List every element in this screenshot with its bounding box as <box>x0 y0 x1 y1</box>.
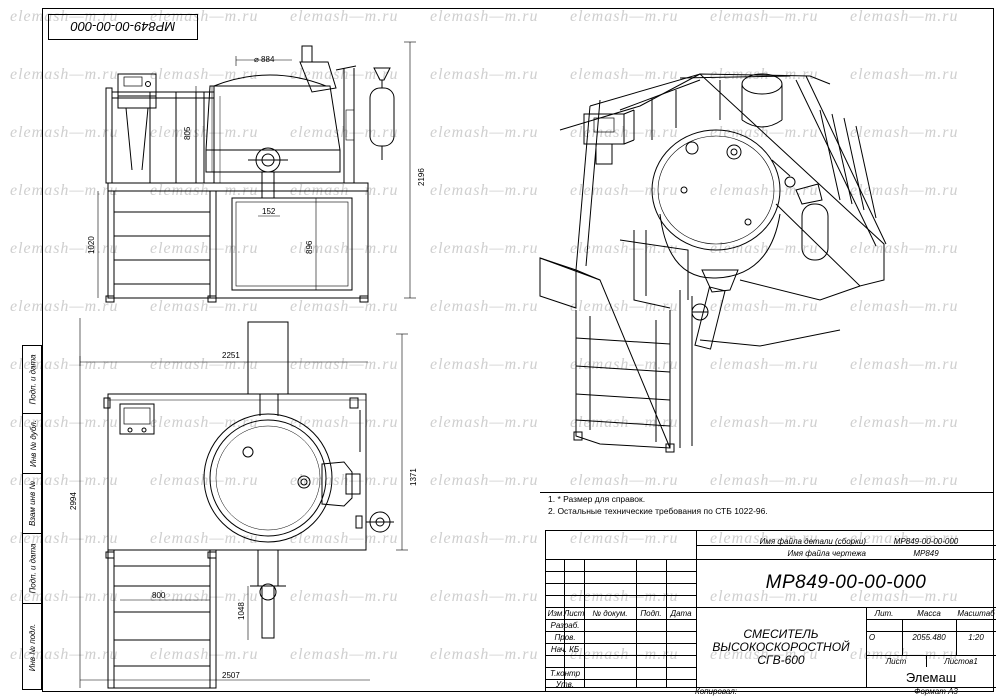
technical-notes: 1. * Размер для справок. 2. Остальные те… <box>548 493 768 517</box>
top-dimensions <box>79 318 408 688</box>
side-cell: Подп. и дата <box>23 534 43 604</box>
title-block: Имя файла детали (сборки) МР849-00-00-00… <box>545 530 996 696</box>
lit-label: Лит. <box>874 608 894 618</box>
dim-896: 896 <box>305 240 314 254</box>
dim-2994: 2994 <box>69 492 78 510</box>
company-name: Элемаш <box>905 669 957 685</box>
dim-805: 805 <box>183 126 192 140</box>
role-utv: Утв. <box>555 679 575 689</box>
dim-1371: 1371 <box>409 468 418 486</box>
dim-884: ⌀ 884 <box>254 55 275 64</box>
header-doc: № докум. <box>592 608 628 618</box>
note-2: 2. Остальные технические требования по С… <box>548 506 768 516</box>
drawing-title: СМЕСИТЕЛЬ ВЫСОКОСКОРОСТНОЙ СГВ-600 <box>712 626 850 667</box>
note-1: 1. * Размер для справок. <box>548 494 646 504</box>
role-prov: Пров. <box>554 632 576 642</box>
lit-value: О <box>868 632 876 642</box>
file-drawing-label: Имя файла чертежа <box>787 548 866 558</box>
isometric-view <box>539 73 887 453</box>
role-razrab: Разраб. <box>550 620 580 630</box>
header-list: Лист <box>563 608 585 618</box>
file-drawing-value: МР849 <box>913 548 939 558</box>
dim-1020: 1020 <box>87 236 96 254</box>
file-part-label: Имя файла детали (сборки) <box>759 536 866 546</box>
drawing-frame <box>42 8 994 692</box>
side-cell: Взам инв № <box>23 474 43 534</box>
side-stamp: Подп. и дата Инв № дубл. Взам инв № Подп… <box>22 345 43 690</box>
mass-value: 2055.480 <box>912 632 946 642</box>
drawing-code: МР849-00-00-000 <box>765 572 927 593</box>
scale-value: 1:20 <box>968 632 984 642</box>
role-tkontr: Т.контр <box>549 668 581 678</box>
dimension-labels: ⌀ 884 805 2196 152 896 1020 2251 2994 13… <box>69 55 426 680</box>
side-cell: Инв № дубл. <box>23 414 43 474</box>
dim-2196: 2196 <box>417 168 426 186</box>
sheets-label: Листов1 <box>944 656 978 666</box>
file-part-value: МР849-00-00-000 <box>893 536 959 546</box>
header-izm: Изм <box>547 608 563 618</box>
dim-2507: 2507 <box>222 671 240 680</box>
top-view <box>103 321 394 689</box>
mass-label: Масса <box>917 608 941 618</box>
dim-2251: 2251 <box>222 351 240 360</box>
header-date: Дата <box>670 608 692 618</box>
front-dimensions <box>97 41 416 299</box>
front-view <box>105 45 395 303</box>
dim-152: 152 <box>262 207 276 216</box>
dim-800: 800 <box>152 591 166 600</box>
sheet-label: Лист <box>885 656 907 666</box>
role-nach-kb: Нач. КБ <box>550 644 580 654</box>
dim-1048: 1048 <box>237 602 246 620</box>
copied-label: Копировал: <box>694 686 737 696</box>
side-cell: Подп. и дата <box>23 346 43 414</box>
format-label: Формат А3 <box>914 686 958 696</box>
scale-label: Масштаб <box>957 608 995 618</box>
header-sign: Подп. <box>640 608 662 618</box>
notes-separator <box>540 492 994 493</box>
